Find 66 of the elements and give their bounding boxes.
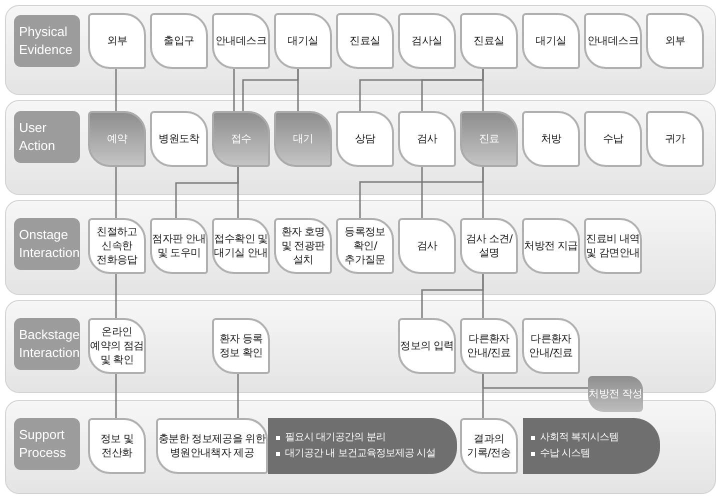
- step-card: 등록정보 확인/ 추가질문: [336, 218, 394, 274]
- connector-line: [482, 69, 484, 111]
- note-bubble: [268, 418, 457, 474]
- connector-line: [242, 69, 299, 111]
- lane-label: Support Process: [14, 418, 80, 470]
- highlighted-step-card: 예약: [88, 111, 146, 167]
- connector-line: [115, 69, 117, 111]
- step-card: 귀가: [646, 111, 704, 167]
- lane-label: Physical Evidence: [14, 15, 80, 67]
- step-card: 상담: [336, 111, 394, 167]
- step-card: 외부: [646, 13, 704, 69]
- step-card: 병원도착: [150, 111, 208, 167]
- connector-line: [421, 167, 423, 218]
- connector-line: [237, 374, 239, 418]
- step-card: 정보의 입력: [398, 318, 456, 374]
- connector-line: [237, 167, 239, 218]
- step-card: 온라인 예약의 점검 및 확인: [88, 318, 146, 374]
- connector-line: [482, 374, 588, 389]
- connector-line: [115, 374, 117, 418]
- step-card: 다른환자 안내/진료: [460, 318, 518, 374]
- step-card: 접수확인 및 대기실 안내: [212, 218, 270, 274]
- lane-label: User Action: [14, 111, 80, 163]
- bullet-item: 수납 시스템: [540, 447, 590, 461]
- step-card: 안내데스크: [584, 13, 642, 69]
- step-card: 검사 소견/설명: [460, 218, 518, 274]
- step-card: 처방전 지급: [522, 218, 580, 274]
- step-card: 수납: [584, 111, 642, 167]
- step-card: 검사: [398, 111, 456, 167]
- step-card: 검사실: [398, 13, 456, 69]
- swimlane-band: [5, 5, 716, 95]
- connector-line: [115, 274, 117, 318]
- step-card: 충분한 정보제공을 위한 병원안내책자 제공: [156, 418, 268, 474]
- step-card: 진료비 내역 및 감면안내: [584, 218, 642, 274]
- step-card: 점자판 안내 및 도우미: [150, 218, 208, 274]
- connector-line: [482, 167, 484, 218]
- step-card: 환자 등록 정보 확인: [212, 318, 270, 374]
- step-card: 환자 호명 및 전광판 설치: [274, 218, 332, 274]
- connector-line: [482, 274, 484, 318]
- step-card: 검사: [398, 218, 456, 274]
- swimlane-band: [5, 400, 716, 494]
- lane-label: Onstage Interaction: [14, 218, 80, 270]
- lane-label: Backstage Interaction: [14, 318, 80, 370]
- step-card: 출입구: [150, 13, 208, 69]
- swimlane-band: [5, 200, 716, 295]
- highlighted-step-card: 처방전 작성: [588, 376, 643, 412]
- step-card: 다른환자 안내/진료: [522, 318, 580, 374]
- step-card: 친절하고 신속한 전화응답: [88, 218, 146, 274]
- step-card: 진료실: [336, 13, 394, 69]
- connector-line: [115, 167, 117, 218]
- step-card: 대기실: [522, 13, 580, 69]
- swimlane-band: [5, 100, 716, 195]
- step-card: 정보 및 전산화: [88, 418, 146, 474]
- bullet-item: 필요시 대기공간의 분리: [285, 431, 386, 445]
- highlighted-step-card: 접수: [212, 111, 270, 167]
- bullet-item: 사회적 복지시스템: [540, 431, 619, 445]
- connector-line: [233, 69, 235, 111]
- highlighted-step-card: 진료: [460, 111, 518, 167]
- step-card: 처방: [522, 111, 580, 167]
- step-card: 외부: [88, 13, 146, 69]
- step-card: 대기실: [274, 13, 332, 69]
- highlighted-step-card: 대기: [274, 111, 332, 167]
- step-card: 진료실: [460, 13, 518, 69]
- note-bubble: [523, 418, 660, 474]
- step-card: 안내데스크: [212, 13, 270, 69]
- step-card: 결과의 기록/전송: [460, 418, 518, 474]
- bullet-item: 대기공간 내 보건교육정보제공 시설: [285, 447, 436, 461]
